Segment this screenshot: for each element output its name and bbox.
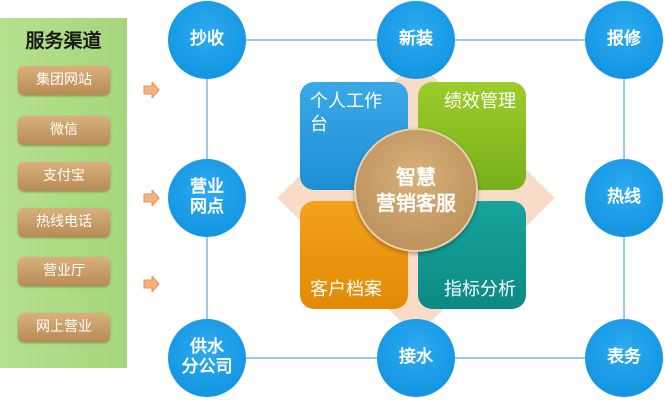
quadrant-label: 指标分析: [444, 278, 516, 300]
quadrant-indicator-analysis: 指标分析: [418, 201, 526, 309]
core-line2: 营销客服: [376, 191, 456, 215]
channel-wechat: 微信: [18, 116, 110, 145]
node-line: 营业: [190, 177, 224, 198]
node-biaowu: 表务: [585, 319, 663, 397]
arrow-right-icon: [143, 190, 160, 206]
arrow-right-icon: [143, 276, 160, 292]
node-business-outlet: 营业网点: [168, 159, 246, 237]
node-jieshui: 接水: [377, 319, 455, 397]
quadrant-customer-files: 客户档案: [300, 201, 408, 309]
node-line: 网点: [190, 197, 224, 217]
quadrant-label: 客户档案: [310, 278, 382, 300]
node-line: 分公司: [181, 357, 233, 377]
node-chaoshou: 抄收: [168, 1, 246, 79]
node-baoxiu: 报修: [585, 1, 663, 79]
channel-website: 集团网站: [18, 66, 110, 95]
channel-online: 网上营业: [18, 313, 110, 342]
channel-hotline: 热线电话: [18, 208, 110, 237]
core-line1: 智慧: [396, 165, 436, 189]
node-water-branch: 供水分公司: [168, 319, 246, 397]
node-xinzhuang: 新装: [377, 1, 455, 79]
smart-service-core: 智慧营销客服: [354, 128, 478, 252]
node-line: 供水: [190, 337, 224, 358]
node-rexian: 热线: [585, 159, 663, 237]
channel-hall: 营业厅: [18, 257, 110, 286]
channel-alipay: 支付宝: [18, 162, 110, 191]
arrow-right-icon: [143, 82, 160, 98]
panel-title: 服务渠道: [25, 30, 102, 52]
